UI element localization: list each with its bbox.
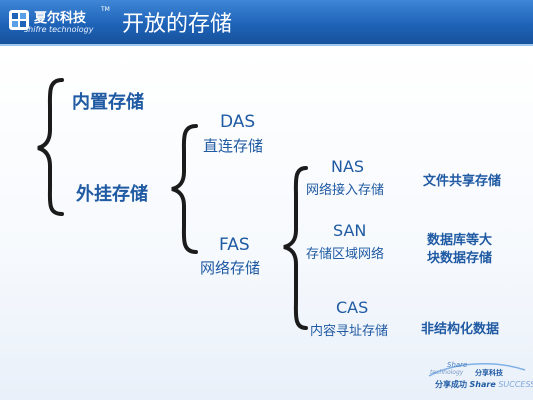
logo-english-name: shifre technology [24,25,94,34]
external-brace [171,124,198,254]
logo-chinese-name: 夏尔科技 [34,11,87,26]
slide-title: 开放的存储 [122,12,233,37]
footer-technology-text: technology [430,369,464,376]
node-san-abbr: SAN [333,221,367,240]
node-cas-desc: 非结构化数据 [421,322,500,337]
footer-cn-bottom: 分享成功 [435,380,467,389]
node-cas-full: 内容寻址存储 [310,324,389,339]
footer-logo: Share technology 分享科技 分享成功 Share SUCCESS [425,360,533,396]
logo-trademark: TM [101,6,110,13]
footer-share2: Share [469,380,496,389]
footer-cn-top: 分享科技 [475,369,503,377]
slide-body [0,46,533,400]
node-external-storage: 外挂存储 [76,184,148,205]
node-nas-desc: 文件共享存储 [423,174,502,189]
node-fas-abbr: FAS [219,235,250,255]
node-san-desc-line2: 块数据存储 [427,251,493,266]
node-nas-abbr: NAS [331,157,365,176]
header-divider [0,44,533,46]
logo-mark-icon [9,10,29,30]
node-fas-full: 网络存储 [200,259,261,277]
node-san-desc-line1: 数据库等大 [427,233,493,248]
root-brace [37,78,64,216]
fas-brace [283,166,308,330]
node-das-full: 直连存储 [203,137,264,155]
footer-slogan: 分享成功 Share SUCCESS [435,379,533,390]
footer-swoosh-icon [428,363,526,377]
footer-share-text: Share [447,361,468,369]
node-internal-storage: 内置存储 [72,92,144,113]
node-san-full: 存储区域网络 [306,247,385,262]
node-nas-full: 网络接入存储 [306,183,385,198]
company-logo: 夏尔科技 TM shifre technology [6,4,111,40]
slide-header: 夏尔科技 TM shifre technology 开放的存储 [0,0,533,44]
footer-success: SUCCESS [498,380,533,389]
node-cas-abbr: CAS [336,298,369,317]
node-das-abbr: DAS [220,112,256,132]
